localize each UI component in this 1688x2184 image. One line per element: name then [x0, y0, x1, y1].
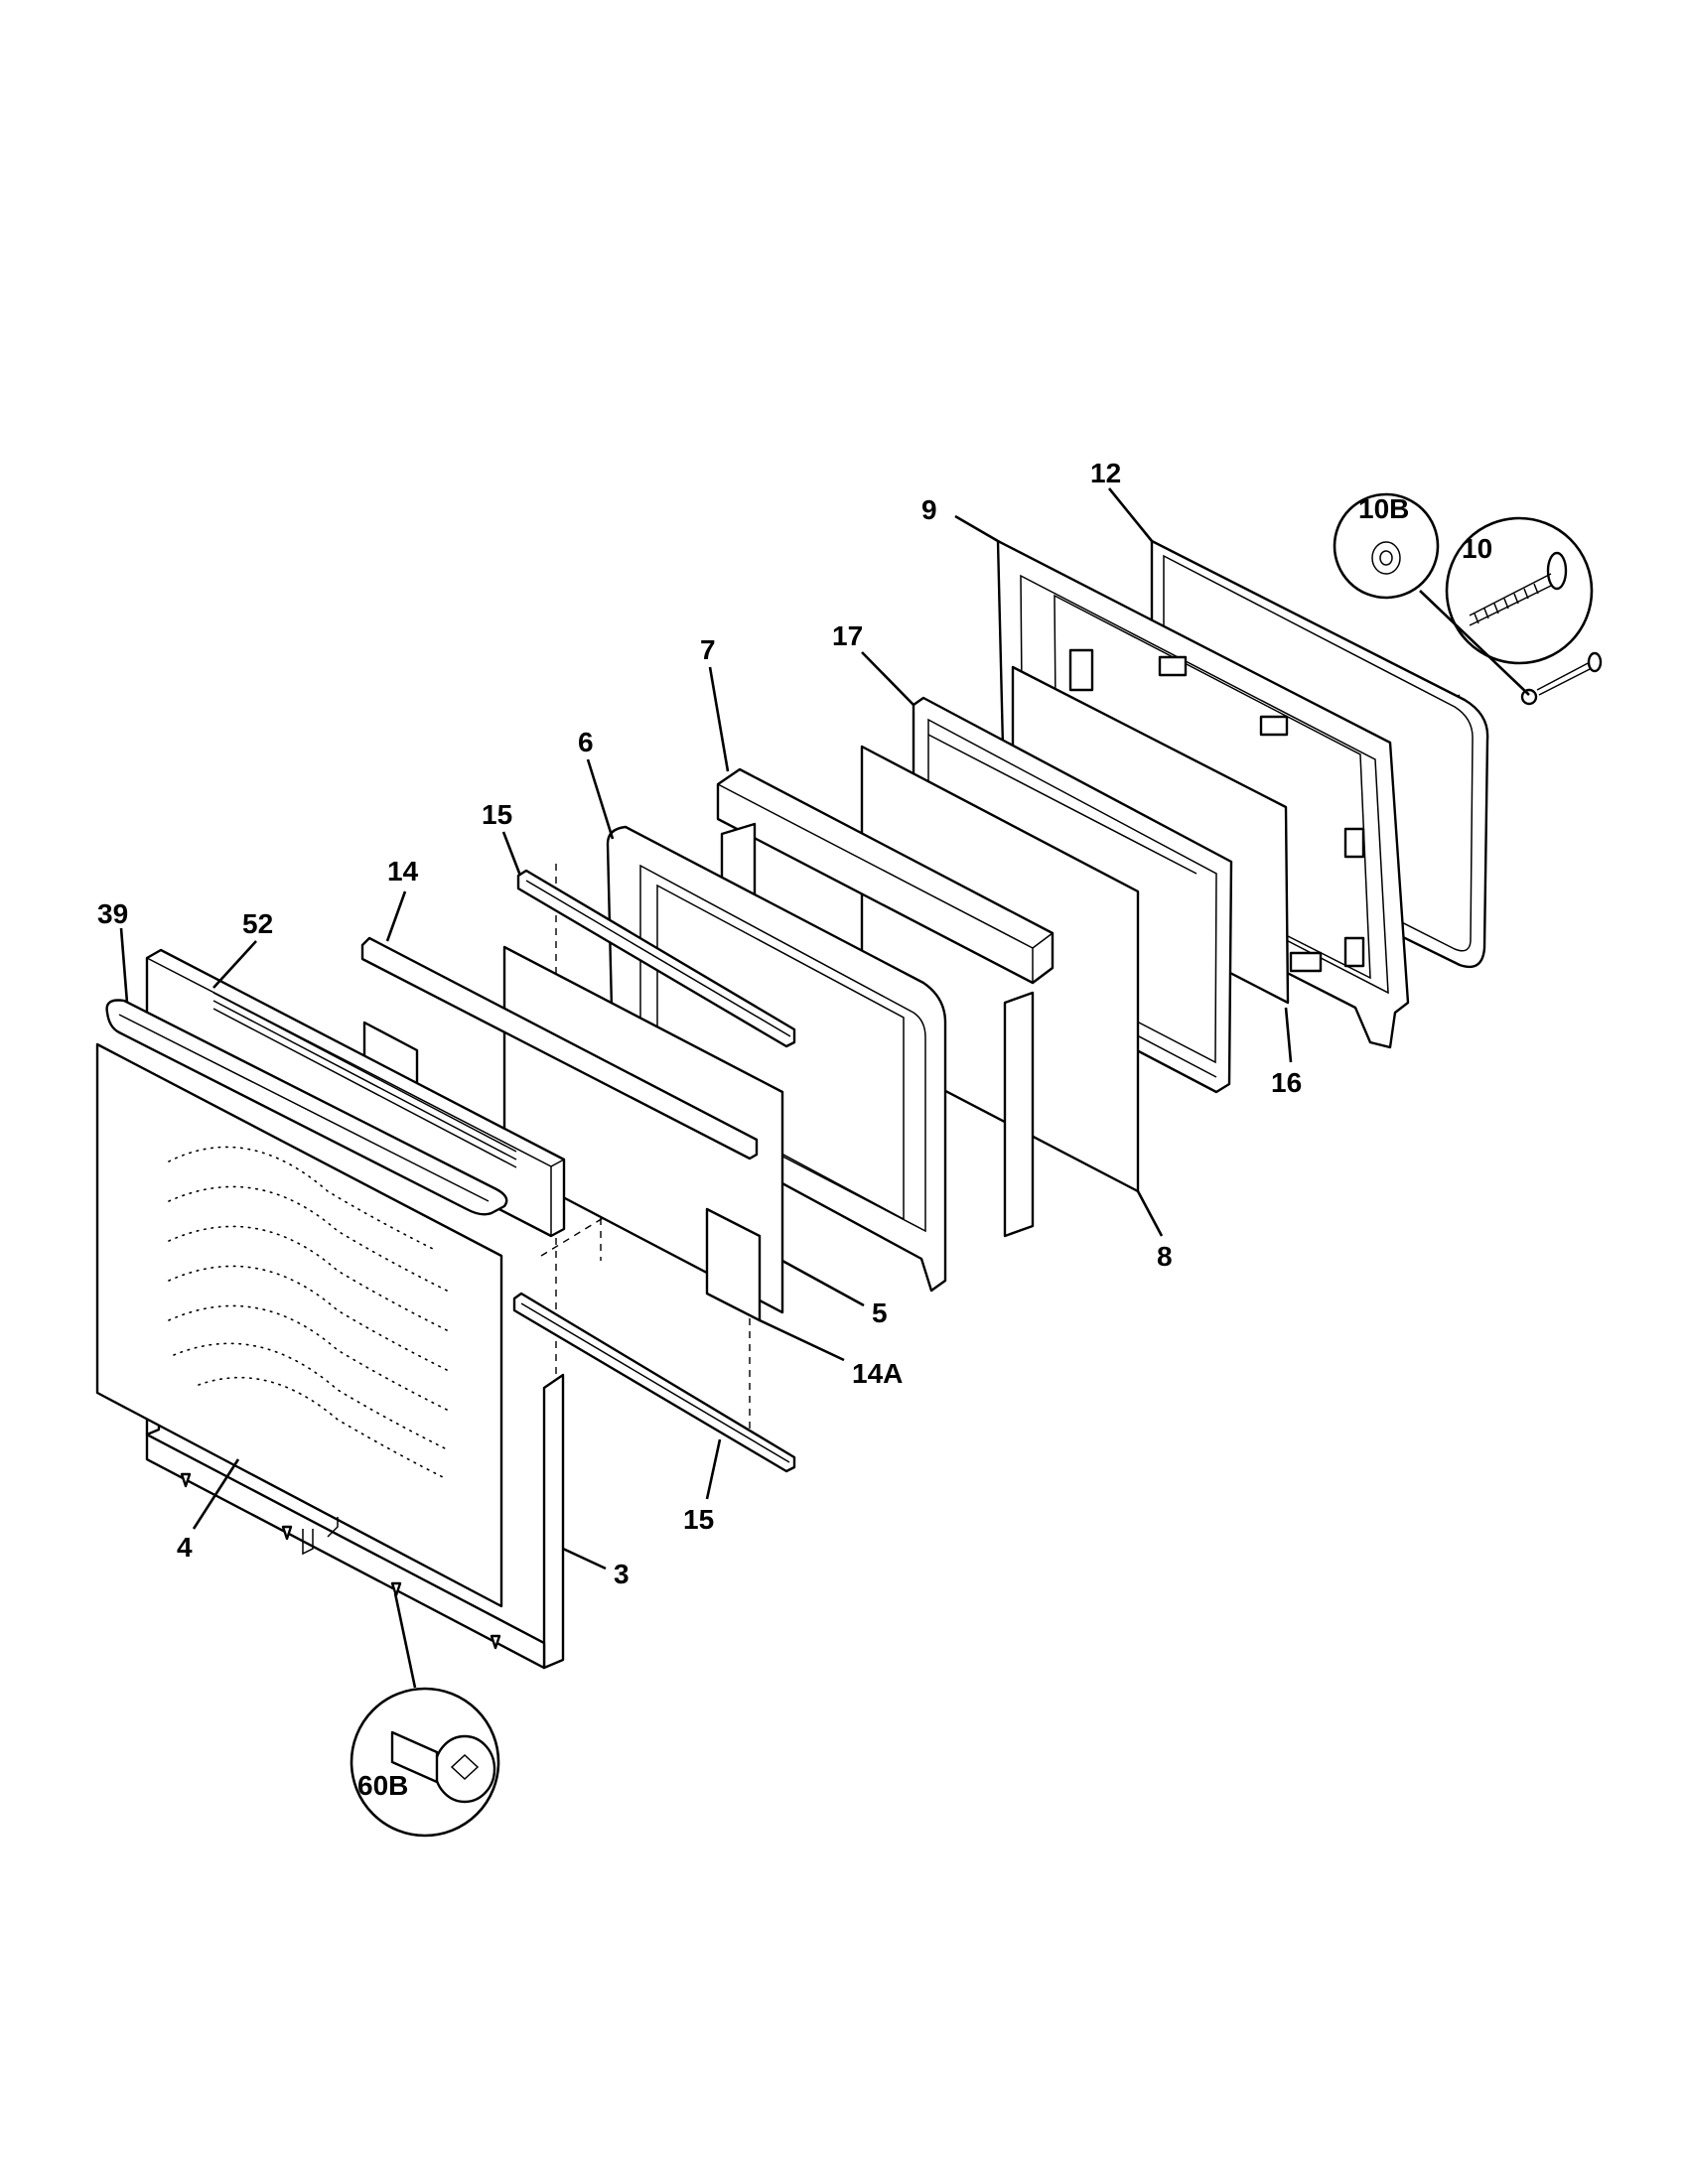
callout-16: 16: [1271, 1067, 1302, 1098]
callout-14: 14: [387, 856, 419, 887]
handle-39-part: [105, 999, 508, 1216]
callout-leaders: [119, 487, 1293, 1570]
detail-circle-60B: [350, 1687, 500, 1838]
callout-15-top: 15: [482, 799, 512, 830]
detail-leader-10B: [1419, 590, 1530, 696]
channel-15-top-part: [516, 869, 796, 1048]
callout-60B: 60B: [357, 1770, 408, 1801]
screws: [180, 1472, 501, 1650]
callout-17: 17: [832, 620, 863, 651]
channel-15-bottom-part: [512, 1292, 796, 1473]
callout-12: 12: [1090, 458, 1121, 488]
hinge-bolt-part: [1520, 651, 1603, 706]
callout-9: 9: [921, 494, 937, 525]
callout-labels: 39 52 14 15 6 7 17 9 12 10B 10 16 8 5 14…: [97, 458, 1492, 1801]
callout-39: 39: [97, 898, 128, 929]
detail-circle-10B: [1333, 492, 1440, 600]
callout-5: 5: [872, 1297, 888, 1328]
detail-circle-10: [1445, 516, 1594, 665]
callout-3: 3: [614, 1559, 630, 1589]
callout-8: 8: [1157, 1241, 1173, 1272]
callout-52: 52: [242, 908, 273, 939]
callout-15-bottom: 15: [683, 1504, 714, 1535]
control-trim-52-part: [145, 948, 566, 1238]
callout-14A: 14A: [852, 1358, 903, 1389]
callout-10B: 10B: [1358, 493, 1409, 524]
outer-door-panel-4-part: [95, 1042, 503, 1608]
callout-10: 10: [1462, 533, 1492, 564]
callout-4: 4: [177, 1532, 193, 1563]
strip-14-part: [360, 936, 759, 1160]
detail-leader-60B: [393, 1592, 417, 1689]
callout-7: 7: [700, 634, 716, 665]
callout-6: 6: [578, 727, 594, 757]
